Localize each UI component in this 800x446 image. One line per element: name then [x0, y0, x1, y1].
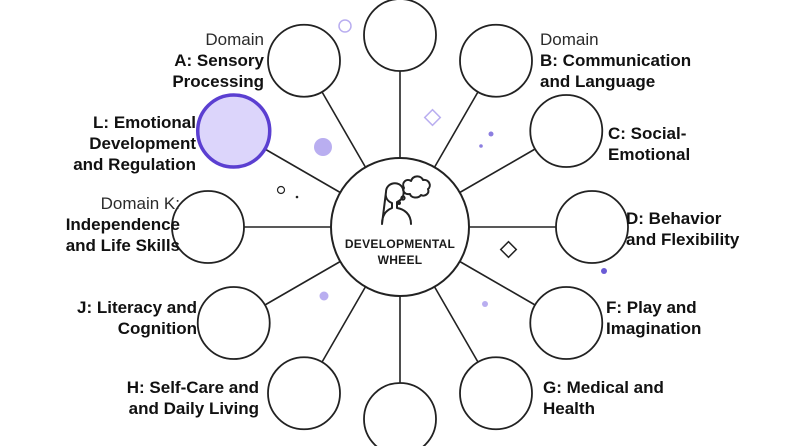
spoke-c — [459, 148, 536, 194]
label-domain-j: J: Literacy and Cognition — [77, 297, 197, 339]
decor-ring — [338, 19, 352, 33]
decor-diamond — [499, 240, 518, 259]
center-title-line1: DEVELOPMENTAL — [344, 237, 456, 251]
decor-dot-large — [314, 138, 332, 156]
label-domain-k: Domain K: Independence and Life Skills — [66, 193, 180, 256]
spoke-j — [264, 260, 341, 306]
label-domain-l: L: Emotional Development and Regulation — [73, 112, 196, 175]
spoke-f — [459, 260, 536, 306]
label-domain-l-line2: Development — [89, 134, 196, 153]
domain-node-l — [195, 93, 272, 169]
decor-diamond — [423, 108, 442, 127]
spoke-h — [321, 286, 367, 363]
label-domain-k-pre: Domain K: — [100, 194, 180, 213]
label-domain-l-line3: and Regulation — [73, 155, 196, 174]
decorations — [276, 19, 607, 307]
domain-node-bottom — [363, 382, 437, 446]
label-domain-d-line2: and Flexibility — [626, 230, 740, 249]
spoke-a — [321, 91, 367, 168]
domain-node-top — [363, 0, 437, 72]
decor-dot — [479, 144, 483, 148]
spokes — [244, 71, 556, 383]
domain-node-a — [267, 23, 341, 98]
label-domain-l-line1: L: Emotional — [93, 113, 196, 132]
decor-dot — [601, 268, 607, 274]
person-thinking-icon — [381, 175, 431, 225]
domain-node-f — [529, 286, 604, 360]
decor-dot — [482, 301, 488, 307]
label-domain-c-line1: C: Social- — [608, 124, 687, 143]
label-domain-h-line1: H: Self-Care and — [126, 378, 259, 397]
label-domain-g: G: Medical and Health — [543, 377, 664, 419]
label-domain-g-line2: Health — [543, 399, 595, 418]
ring-nodes — [171, 0, 629, 446]
label-domain-f-line1: F: Play and — [606, 298, 697, 317]
spoke-l — [264, 148, 341, 194]
label-domain-d-line1: D: Behavior — [626, 209, 722, 228]
label-domain-b-line1: B: Communication — [540, 51, 692, 70]
label-domain-b-pre: Domain — [540, 30, 599, 49]
domain-node-g — [459, 356, 533, 431]
domain-node-c — [529, 94, 604, 168]
decor-dot — [488, 131, 494, 137]
label-domain-b: Domain B: Communication and Language — [540, 29, 691, 92]
spoke-b — [433, 91, 479, 168]
spoke-g — [433, 286, 479, 363]
label-domain-f: F: Play and Imagination — [606, 297, 701, 339]
domain-node-h — [267, 356, 341, 431]
label-domain-c: C: Social- Emotional — [608, 123, 690, 165]
label-domain-a-line2: Processing — [172, 72, 264, 91]
label-domain-j-line1: J: Literacy and — [77, 298, 197, 317]
domain-node-k — [171, 190, 245, 264]
center-title: DEVELOPMENTAL WHEEL — [330, 236, 470, 268]
label-domain-h-line2: and Daily Living — [128, 399, 259, 418]
decor-dot — [319, 291, 329, 301]
decor-dot — [295, 195, 299, 199]
domain-node-b — [459, 23, 533, 98]
label-domain-g-line1: G: Medical and — [543, 378, 664, 397]
center-hub — [330, 157, 470, 297]
label-domain-k-line1: Independence — [65, 215, 180, 234]
decor-ring-small — [276, 185, 286, 195]
label-domain-h: H: Self-Care and and Daily Living — [127, 377, 259, 419]
domain-node-j — [196, 286, 271, 360]
center-title-line2: WHEEL — [377, 253, 423, 267]
label-domain-a-line1: A: Sensory — [174, 51, 264, 70]
label-domain-c-line2: Emotional — [608, 145, 691, 164]
label-domain-a-pre: Domain — [205, 30, 264, 49]
label-domain-a: Domain A: Sensory Processing — [172, 29, 264, 92]
label-domain-d: D: Behavior and Flexibility — [626, 208, 739, 250]
label-domain-f-line2: Imagination — [606, 319, 702, 338]
label-domain-j-line2: Cognition — [117, 319, 197, 338]
domain-node-d — [555, 190, 629, 264]
label-domain-k-line2: and Life Skills — [65, 236, 180, 255]
label-domain-b-line2: and Language — [540, 72, 656, 91]
